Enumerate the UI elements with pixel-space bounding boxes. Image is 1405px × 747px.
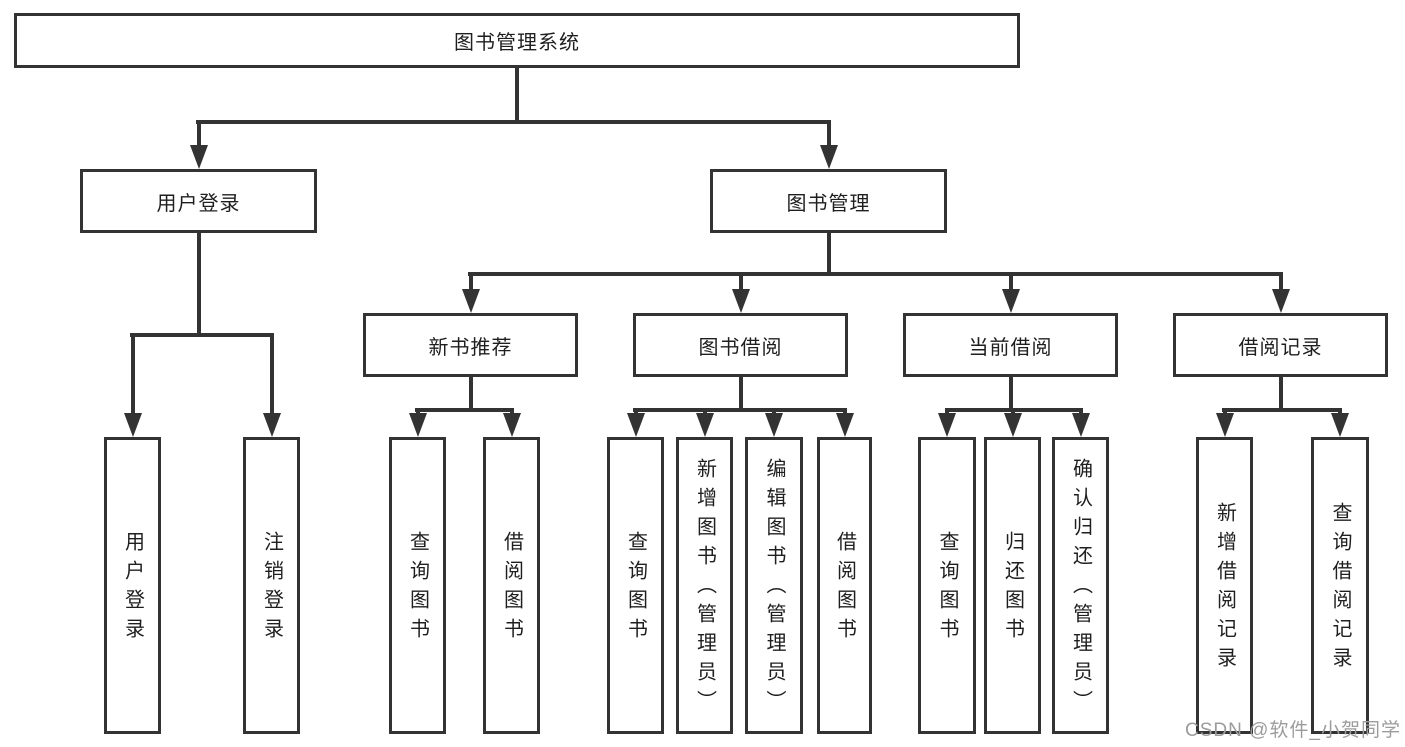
leaf-query-borrow-record: 查询借阅记录 — [1311, 437, 1369, 734]
leaf-query-borrow-record-label: 查询借阅记录 — [1329, 501, 1351, 676]
leaf-logout: 注销登录 — [243, 437, 300, 734]
leaf-confirm-return-admin: 确认归还（管理员） — [1052, 437, 1109, 734]
leaf-add-borrow-record: 新增借阅记录 — [1196, 437, 1253, 734]
node-library-system: 图书管理系统 — [14, 13, 1020, 68]
leaf-add-books-admin: 新增图书（管理员） — [676, 437, 733, 734]
leaf-query-books-borrowing-label: 查询图书 — [624, 530, 647, 647]
leaf-borrow-books-recommend-label: 借阅图书 — [500, 530, 523, 647]
node-new-book-recommend: 新书推荐 — [363, 313, 578, 377]
connector-line — [1222, 408, 1342, 412]
arrow-down-icon — [1002, 289, 1020, 313]
connector-line — [130, 333, 274, 337]
arrow-down-icon — [627, 413, 645, 437]
leaf-user-login: 用户登录 — [104, 437, 161, 734]
leaf-borrow-books-recommend: 借阅图书 — [483, 437, 540, 734]
connector-line — [739, 272, 743, 292]
leaf-query-books-current: 查询图书 — [918, 437, 976, 734]
node-book-management: 图书管理 — [710, 169, 947, 233]
connector-line — [1009, 377, 1013, 412]
arrow-down-icon — [1004, 413, 1022, 437]
node-borrow-records-label: 借阅记录 — [1238, 336, 1323, 359]
connector-line — [196, 120, 831, 124]
node-book-management-label: 图书管理 — [786, 192, 871, 215]
arrow-down-icon — [462, 289, 480, 313]
arrow-down-icon — [124, 413, 142, 437]
arrow-down-icon — [938, 413, 956, 437]
arrow-down-icon — [1331, 413, 1349, 437]
leaf-query-books-recommend: 查询图书 — [389, 437, 446, 734]
connector-line — [469, 377, 473, 412]
arrow-down-icon — [409, 413, 427, 437]
arrow-down-icon — [820, 145, 838, 169]
connector-line — [1279, 377, 1283, 412]
arrow-down-icon — [263, 413, 281, 437]
leaf-return-books-label: 归还图书 — [1001, 530, 1024, 647]
connector-line — [197, 233, 201, 337]
arrow-down-icon — [503, 413, 521, 437]
connector-line — [131, 333, 135, 421]
connector-line — [827, 120, 831, 150]
leaf-add-books-admin-label: 新增图书（管理员） — [693, 458, 716, 719]
watermark: CSDN @软件_小贺同学 — [1185, 720, 1401, 741]
leaf-confirm-return-admin-label: 确认归还（管理员） — [1069, 458, 1092, 719]
leaf-user-login-label: 用户登录 — [121, 530, 144, 647]
connector-line — [1279, 272, 1283, 292]
connector-line — [739, 377, 743, 412]
connector-line — [827, 233, 831, 276]
node-borrow-records: 借阅记录 — [1173, 313, 1388, 377]
leaf-add-borrow-record-label: 新增借阅记录 — [1213, 501, 1236, 676]
node-current-borrowing: 当前借阅 — [903, 313, 1118, 377]
node-book-borrowing: 图书借阅 — [633, 313, 848, 377]
leaf-edit-books-admin: 编辑图书（管理员） — [745, 437, 803, 734]
leaf-return-books: 归还图书 — [984, 437, 1041, 734]
connector-line — [1009, 272, 1013, 292]
leaf-edit-books-admin-label: 编辑图书（管理员） — [763, 458, 785, 719]
leaf-query-books-borrowing: 查询图书 — [607, 437, 664, 734]
leaf-query-books-recommend-label: 查询图书 — [406, 530, 429, 647]
arrow-down-icon — [190, 145, 208, 169]
leaf-logout-label: 注销登录 — [260, 530, 283, 647]
node-new-book-recommend-label: 新书推荐 — [428, 336, 513, 359]
connector-line — [197, 120, 201, 150]
connector-line — [469, 272, 473, 292]
node-library-system-label: 图书管理系统 — [454, 32, 580, 54]
connector-line — [633, 408, 847, 412]
arrow-down-icon — [696, 413, 714, 437]
node-user-login: 用户登录 — [80, 169, 317, 233]
leaf-borrow-books-borrowing: 借阅图书 — [817, 437, 872, 734]
arrow-down-icon — [765, 413, 783, 437]
arrow-down-icon — [1272, 289, 1290, 313]
connector-line — [415, 408, 514, 412]
arrow-down-icon — [836, 413, 854, 437]
connector-line — [270, 333, 274, 421]
node-book-borrowing-label: 图书借阅 — [698, 336, 783, 359]
connector-line — [515, 68, 519, 124]
arrow-down-icon — [1216, 413, 1234, 437]
connector-line — [468, 272, 1283, 276]
arrow-down-icon — [1072, 413, 1090, 437]
node-current-borrowing-label: 当前借阅 — [968, 336, 1053, 359]
arrow-down-icon — [732, 289, 750, 313]
leaf-borrow-books-borrowing-label: 借阅图书 — [833, 530, 856, 647]
leaf-query-books-current-label: 查询图书 — [936, 530, 958, 647]
node-user-login-label: 用户登录 — [156, 192, 241, 215]
